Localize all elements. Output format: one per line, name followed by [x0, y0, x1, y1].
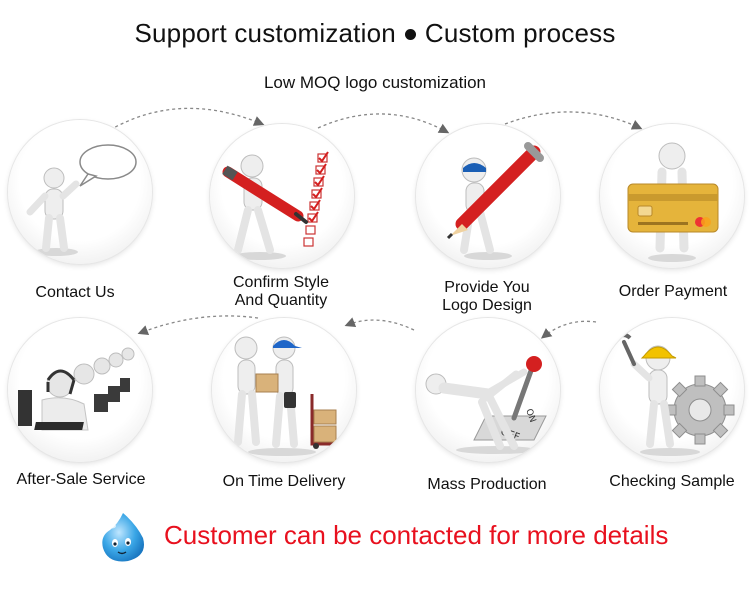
page-title: Support customization Custom process [0, 18, 750, 49]
step-delivery-label: On Time Delivery [222, 473, 346, 490]
step-confirm-style-circle [210, 124, 354, 268]
step-checking-sample-label: Checking Sample [609, 473, 735, 490]
gear-wrench-figure-icon [616, 333, 735, 456]
title-right: Custom process [424, 18, 616, 48]
step-order-payment-label: Order Payment [618, 283, 728, 300]
checklist-pen-figure-icon [222, 151, 329, 260]
water-drop-mascot-icon [102, 513, 144, 562]
bullet-dot-icon [404, 28, 416, 40]
step-order-payment-circle [600, 124, 744, 268]
footer-contact-note: Customer can be contacted for more detai… [164, 520, 669, 550]
step-confirm-style-label: Confirm Style And Quantity [232, 274, 330, 309]
step-checking-sample-circle [600, 318, 744, 462]
title-left: Support customization [134, 18, 396, 48]
step-contact-us-label: Contact Us [35, 284, 115, 301]
credit-card-figure-icon [627, 142, 719, 262]
switch-lever-figure-icon: OFF ON [425, 356, 547, 454]
step-mass-production-circle: OFF ON [416, 318, 560, 462]
step-logo-design-circle [416, 124, 560, 268]
svg-text:ON: ON [523, 408, 537, 424]
step-mass-production-label: Mass Production [427, 476, 547, 493]
pencil-figure-icon [446, 142, 544, 260]
arrow-7-to-6 [344, 317, 415, 331]
step-contact-us-circle [8, 120, 152, 264]
step-delivery-circle [212, 318, 356, 462]
delivery-figure-icon [234, 336, 340, 456]
step-after-sale-label: After-Sale Service [16, 471, 146, 488]
call-center-icon [18, 347, 135, 431]
step-logo-design-label: Provide You Logo Design [442, 279, 532, 314]
page-subtitle: Low MOQ logo customization [263, 73, 487, 92]
speech-bubble-figure-icon [26, 144, 137, 256]
step-after-sale-circle [8, 318, 152, 462]
